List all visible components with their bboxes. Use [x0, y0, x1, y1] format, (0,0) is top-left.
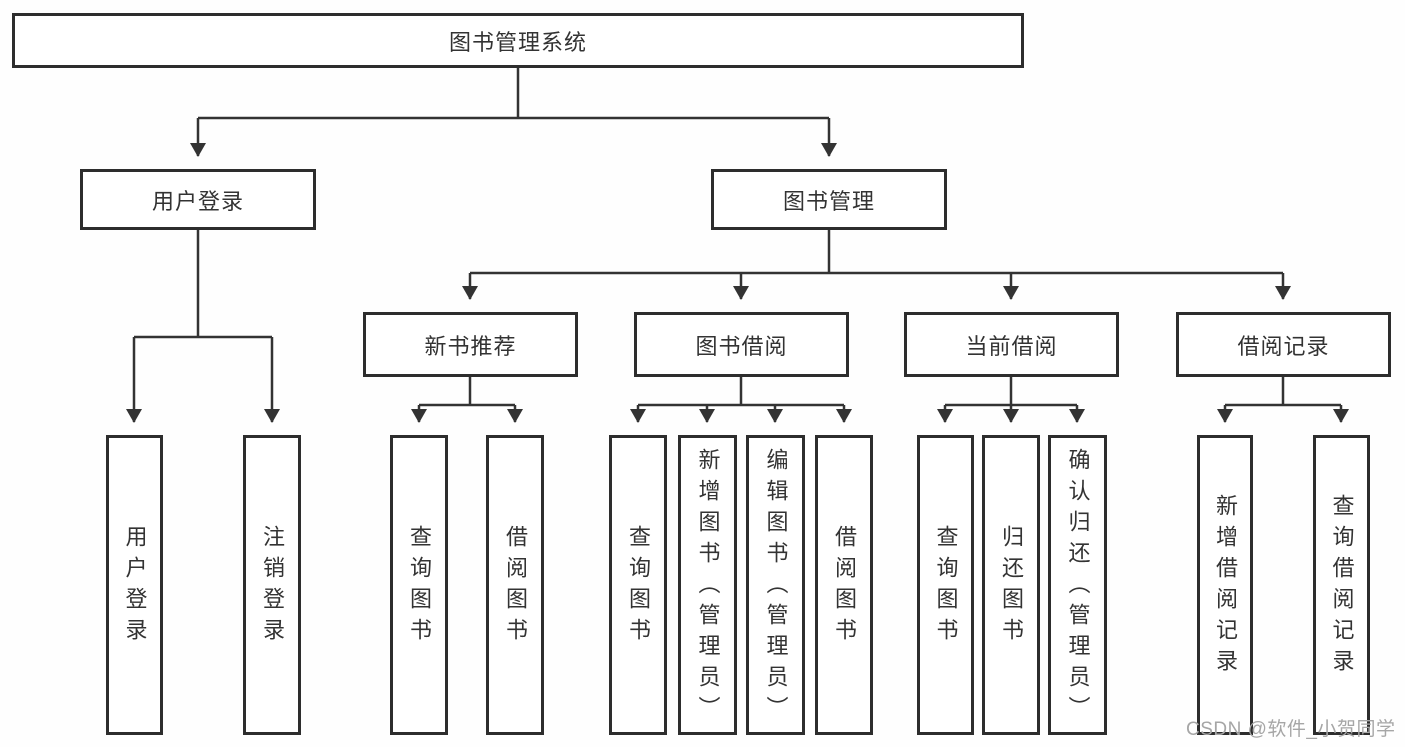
node-user-login-leaf: 用户登录	[106, 435, 163, 735]
node-logout: 注销登录	[243, 435, 301, 735]
node-query-books-recommend: 查询图书	[390, 435, 448, 735]
node-current-borrow: 当前借阅	[904, 312, 1119, 377]
node-new-book-recommend: 新书推荐	[363, 312, 578, 377]
node-borrow-books-recommend: 借阅图书	[486, 435, 544, 735]
node-return-books: 归还图书	[982, 435, 1040, 735]
node-confirm-return-admin: 确认归还（管理员）	[1048, 435, 1107, 735]
node-user-login: 用户登录	[80, 169, 316, 230]
node-add-book-admin: 新增图书（管理员）	[678, 435, 737, 735]
node-library-management-system: 图书管理系统	[12, 13, 1024, 68]
node-borrow-records: 借阅记录	[1176, 312, 1391, 377]
node-book-borrow: 图书借阅	[634, 312, 849, 377]
watermark: CSDN @软件_小贺同学	[1186, 719, 1396, 740]
node-query-books-current: 查询图书	[917, 435, 974, 735]
node-borrow-books-leaf: 借阅图书	[815, 435, 873, 735]
node-query-borrow-record: 查询借阅记录	[1313, 435, 1370, 735]
node-book-management: 图书管理	[711, 169, 947, 230]
node-add-borrow-record: 新增借阅记录	[1197, 435, 1253, 735]
node-edit-book-admin: 编辑图书（管理员）	[746, 435, 805, 735]
node-query-books-borrow: 查询图书	[609, 435, 667, 735]
